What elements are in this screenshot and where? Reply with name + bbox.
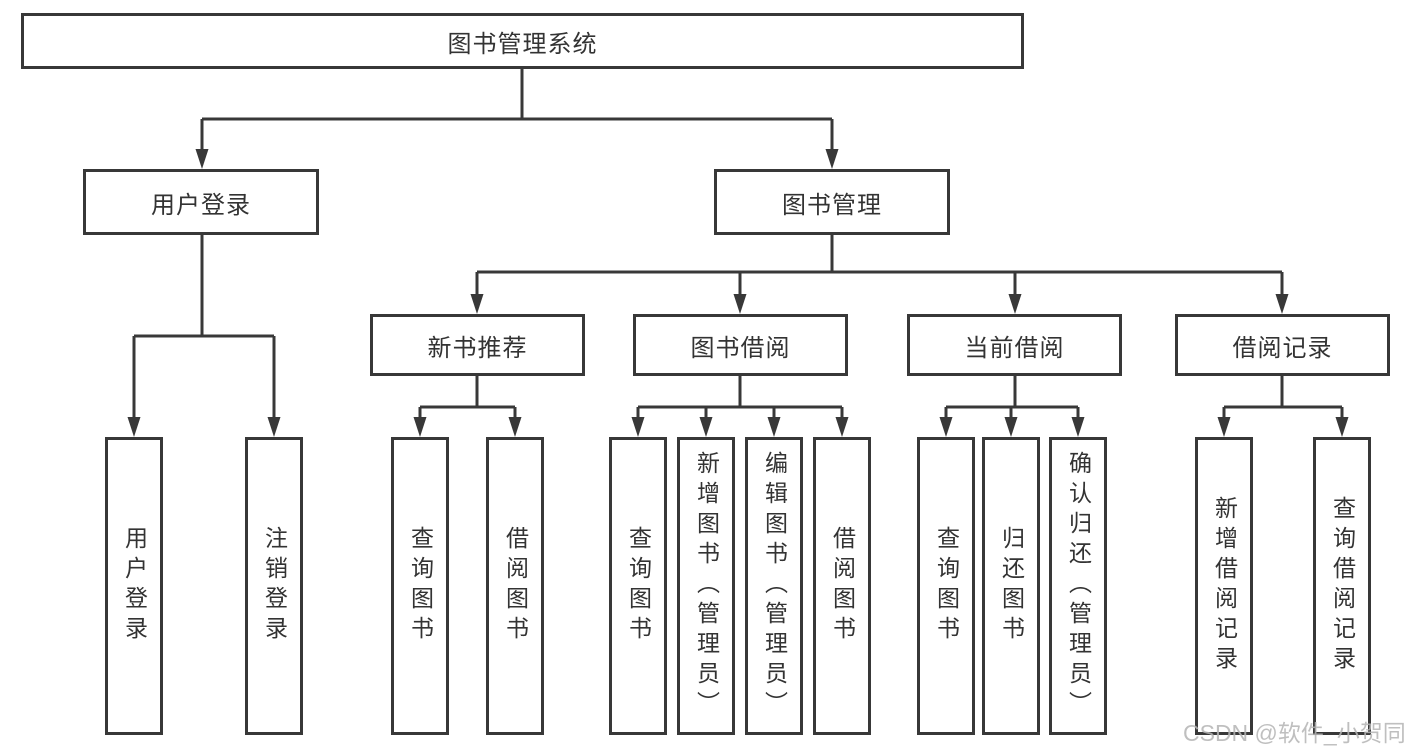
leaf-logout-label: 注销登录 xyxy=(261,526,288,646)
book-mgmt-branch-label: 图书管理 xyxy=(782,191,882,219)
leaf-edit-book-admin-label: 编辑图书（管理员） xyxy=(761,451,788,721)
leaf-borrow-book-label: 借阅图书 xyxy=(829,526,856,646)
leaf-borrow-query-book: 查询图书 xyxy=(609,437,667,735)
connector-new-book-rec-children xyxy=(413,376,522,437)
node-user-login-branch: 用户登录 xyxy=(83,169,319,235)
connector-root-to-branches xyxy=(195,69,839,169)
node-borrow-record: 借阅记录 xyxy=(1175,314,1390,376)
new-book-recommend-label: 新书推荐 xyxy=(427,334,528,362)
leaf-confirm-return-admin-label: 确认归还（管理员） xyxy=(1065,451,1092,721)
node-system-root: 图书管理系统 xyxy=(21,13,1024,69)
connector-book-mgmt-children xyxy=(470,235,1289,314)
node-book-borrow: 图书借阅 xyxy=(633,314,848,376)
leaf-edit-book-admin: 编辑图书（管理员） xyxy=(745,437,803,735)
leaf-query-borrow-record-label: 查询借阅记录 xyxy=(1329,496,1356,676)
node-current-borrow: 当前借阅 xyxy=(907,314,1122,376)
leaf-user-login: 用户登录 xyxy=(105,437,163,735)
leaf-return-book-label: 归还图书 xyxy=(998,526,1025,646)
leaf-add-book-admin-label: 新增图书（管理员） xyxy=(693,451,720,721)
connector-book-borrow-children xyxy=(631,376,849,437)
system-root-label: 图书管理系统 xyxy=(447,30,598,58)
user-login-branch-label: 用户登录 xyxy=(151,191,251,219)
leaf-logout: 注销登录 xyxy=(245,437,303,735)
borrow-record-label: 借阅记录 xyxy=(1232,334,1333,362)
node-new-book-recommend: 新书推荐 xyxy=(370,314,585,376)
leaf-recommend-borrow-book-label: 借阅图书 xyxy=(502,526,529,646)
node-book-mgmt-branch: 图书管理 xyxy=(714,169,950,235)
leaf-recommend-query-book-label: 查询图书 xyxy=(407,526,434,646)
leaf-borrow-book: 借阅图书 xyxy=(813,437,871,735)
leaf-user-login-label: 用户登录 xyxy=(121,526,148,646)
leaf-confirm-return-admin: 确认归还（管理员） xyxy=(1049,437,1107,735)
leaf-current-query-book-label: 查询图书 xyxy=(933,526,960,646)
book-borrow-label: 图书借阅 xyxy=(690,334,791,362)
connector-user-login-children xyxy=(127,235,281,437)
current-borrow-label: 当前借阅 xyxy=(964,334,1065,362)
leaf-recommend-query-book: 查询图书 xyxy=(391,437,449,735)
leaf-add-borrow-record: 新增借阅记录 xyxy=(1195,437,1253,735)
connector-current-borrow-children xyxy=(939,376,1085,437)
leaf-current-query-book: 查询图书 xyxy=(917,437,975,735)
leaf-recommend-borrow-book: 借阅图书 xyxy=(486,437,544,735)
leaf-query-borrow-record: 查询借阅记录 xyxy=(1313,437,1371,735)
leaf-borrow-query-book-label: 查询图书 xyxy=(625,526,652,646)
leaf-add-borrow-record-label: 新增借阅记录 xyxy=(1211,496,1238,676)
leaf-return-book: 归还图书 xyxy=(982,437,1040,735)
leaf-add-book-admin: 新增图书（管理员） xyxy=(677,437,735,735)
connector-borrow-record-children xyxy=(1217,376,1349,437)
